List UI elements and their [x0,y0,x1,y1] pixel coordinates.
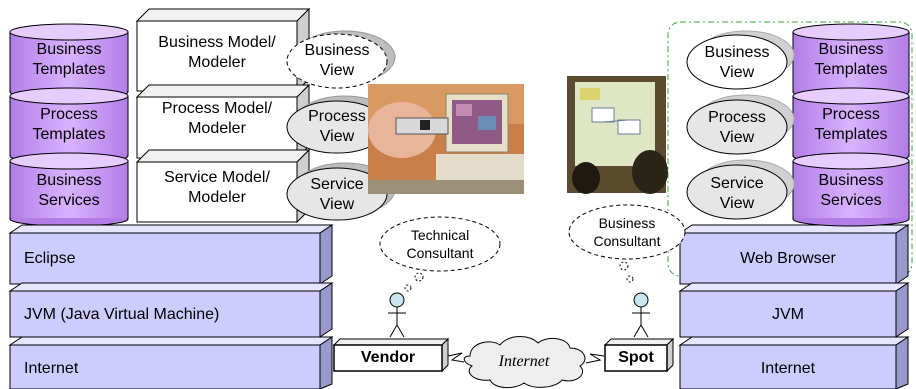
technical-consultant-line1: Technical [410,227,470,243]
modeler-2-line1: Process Model/ [161,100,273,117]
network-internet-label: Internet [498,353,550,370]
left-view-business-label: Business View [290,41,384,81]
modeler-box-process [135,83,311,160]
left-view-process-label: Process View [290,107,384,147]
spot-box [603,337,675,373]
technical-consultant-figure [388,292,406,338]
vendor-label: Vendor [360,349,416,366]
right-view-2-line1: Process [708,109,766,126]
left-view-2-line2: View [319,128,355,145]
business-consultant-bubble [568,204,686,283]
right-repo-2-line2: Templates [814,126,888,143]
left-layer-eclipse-label: Eclipse [24,250,76,267]
right-view-business-label: Business View [690,43,784,83]
left-layer-eclipse-bar [8,224,334,285]
left-repo-2-line1: Process [40,106,98,123]
right-layer-internet-bar [678,336,910,389]
left-layer-internet-label: Internet [24,360,79,377]
left-view-3-line2: View [319,196,355,213]
left-view-1-line2: View [319,62,355,79]
left-view-2-line1: Process [308,108,366,125]
right-view-business-ellipse [686,30,795,90]
left-view-1-line1: Business [304,42,370,59]
right-layer-web-browser-label: Web Browser [740,250,836,267]
right-repo-business-services-label: Business Services [793,171,909,211]
right-view-process-label: Process View [690,108,784,148]
left-repo-3-line2: Services [38,192,100,209]
left-repo-2-line2: Templates [32,126,106,143]
business-consultant-line2: Consultant [593,233,661,249]
technical-consultant-line2: Consultant [406,245,474,261]
left-repo-business-services-label: Business Services [10,171,128,211]
left-layer-jvm-label: JVM (Java Virtual Machine) [24,306,220,323]
right-view-1-line2: View [719,64,755,81]
right-view-process-ellipse [686,94,795,155]
right-view-3-line1: Service [710,175,764,192]
left-repo-1-line1: Business [36,41,102,58]
internet-cloud [447,336,605,388]
modeler-1-line1: Business Model/ [158,34,276,51]
right-repo-business-templates-label: Business Templates [793,40,909,80]
modeler-box-service [135,148,311,224]
left-repository-business-templates [9,23,129,100]
left-repo-process-templates-label: Process Templates [10,105,128,145]
left-repository-business-services [9,152,129,227]
technical-consultant-bubble [379,216,501,292]
modeler-service-label: Service Model/ Modeler [137,168,297,208]
modeler-process-label: Process Model/ Modeler [137,99,297,139]
left-view-3-line1: Service [310,176,364,193]
business-consultant-line1: Business [598,215,656,231]
right-repo-1-line2: Templates [814,61,888,78]
photo-vendor-workstation [368,84,524,194]
right-view-1-line1: Business [704,44,770,61]
right-layer-internet-label: Internet [760,360,816,377]
right-repo-3-line2: Services [820,192,882,209]
modeler-1-line2: Modeler [188,54,246,71]
left-repo-business-templates-label: Business Templates [10,40,128,80]
technical-consultant-label: Technical Consultant [390,226,490,262]
modeler-2-line2: Modeler [188,120,246,137]
business-consultant-label: Business Consultant [577,214,677,250]
modeler-business-label: Business Model/ Modeler [137,33,297,73]
vendor-box [332,337,450,373]
right-view-service-ellipse [686,159,795,220]
right-repo-process-templates-label: Process Templates [793,105,909,145]
right-view-3-line2: View [719,195,755,212]
left-view-service-label: Service View [290,175,384,215]
modeler-3-line2: Modeler [188,189,246,206]
photo-spot-presentation [567,76,668,194]
left-layer-jvm-bar [8,282,334,338]
right-repo-1-line1: Business [818,41,884,58]
left-layer-internet-bar [8,336,334,389]
spot-label: Spot [618,349,654,366]
left-view-business-ellipse [286,30,396,89]
left-repo-3-line1: Business [36,172,102,189]
business-consultant-figure [632,292,650,338]
left-repo-1-line2: Templates [32,61,106,78]
right-layer-web-browser-bar [678,224,910,285]
right-repo-3-line1: Business [818,172,884,189]
right-layer-jvm-label: JVM [772,306,804,323]
right-repository-business-services [792,152,910,227]
right-view-service-label: Service View [690,174,784,214]
right-repo-2-line1: Process [822,106,880,123]
modeler-3-line1: Service Model/ [164,169,270,186]
right-view-2-line2: View [719,129,755,146]
